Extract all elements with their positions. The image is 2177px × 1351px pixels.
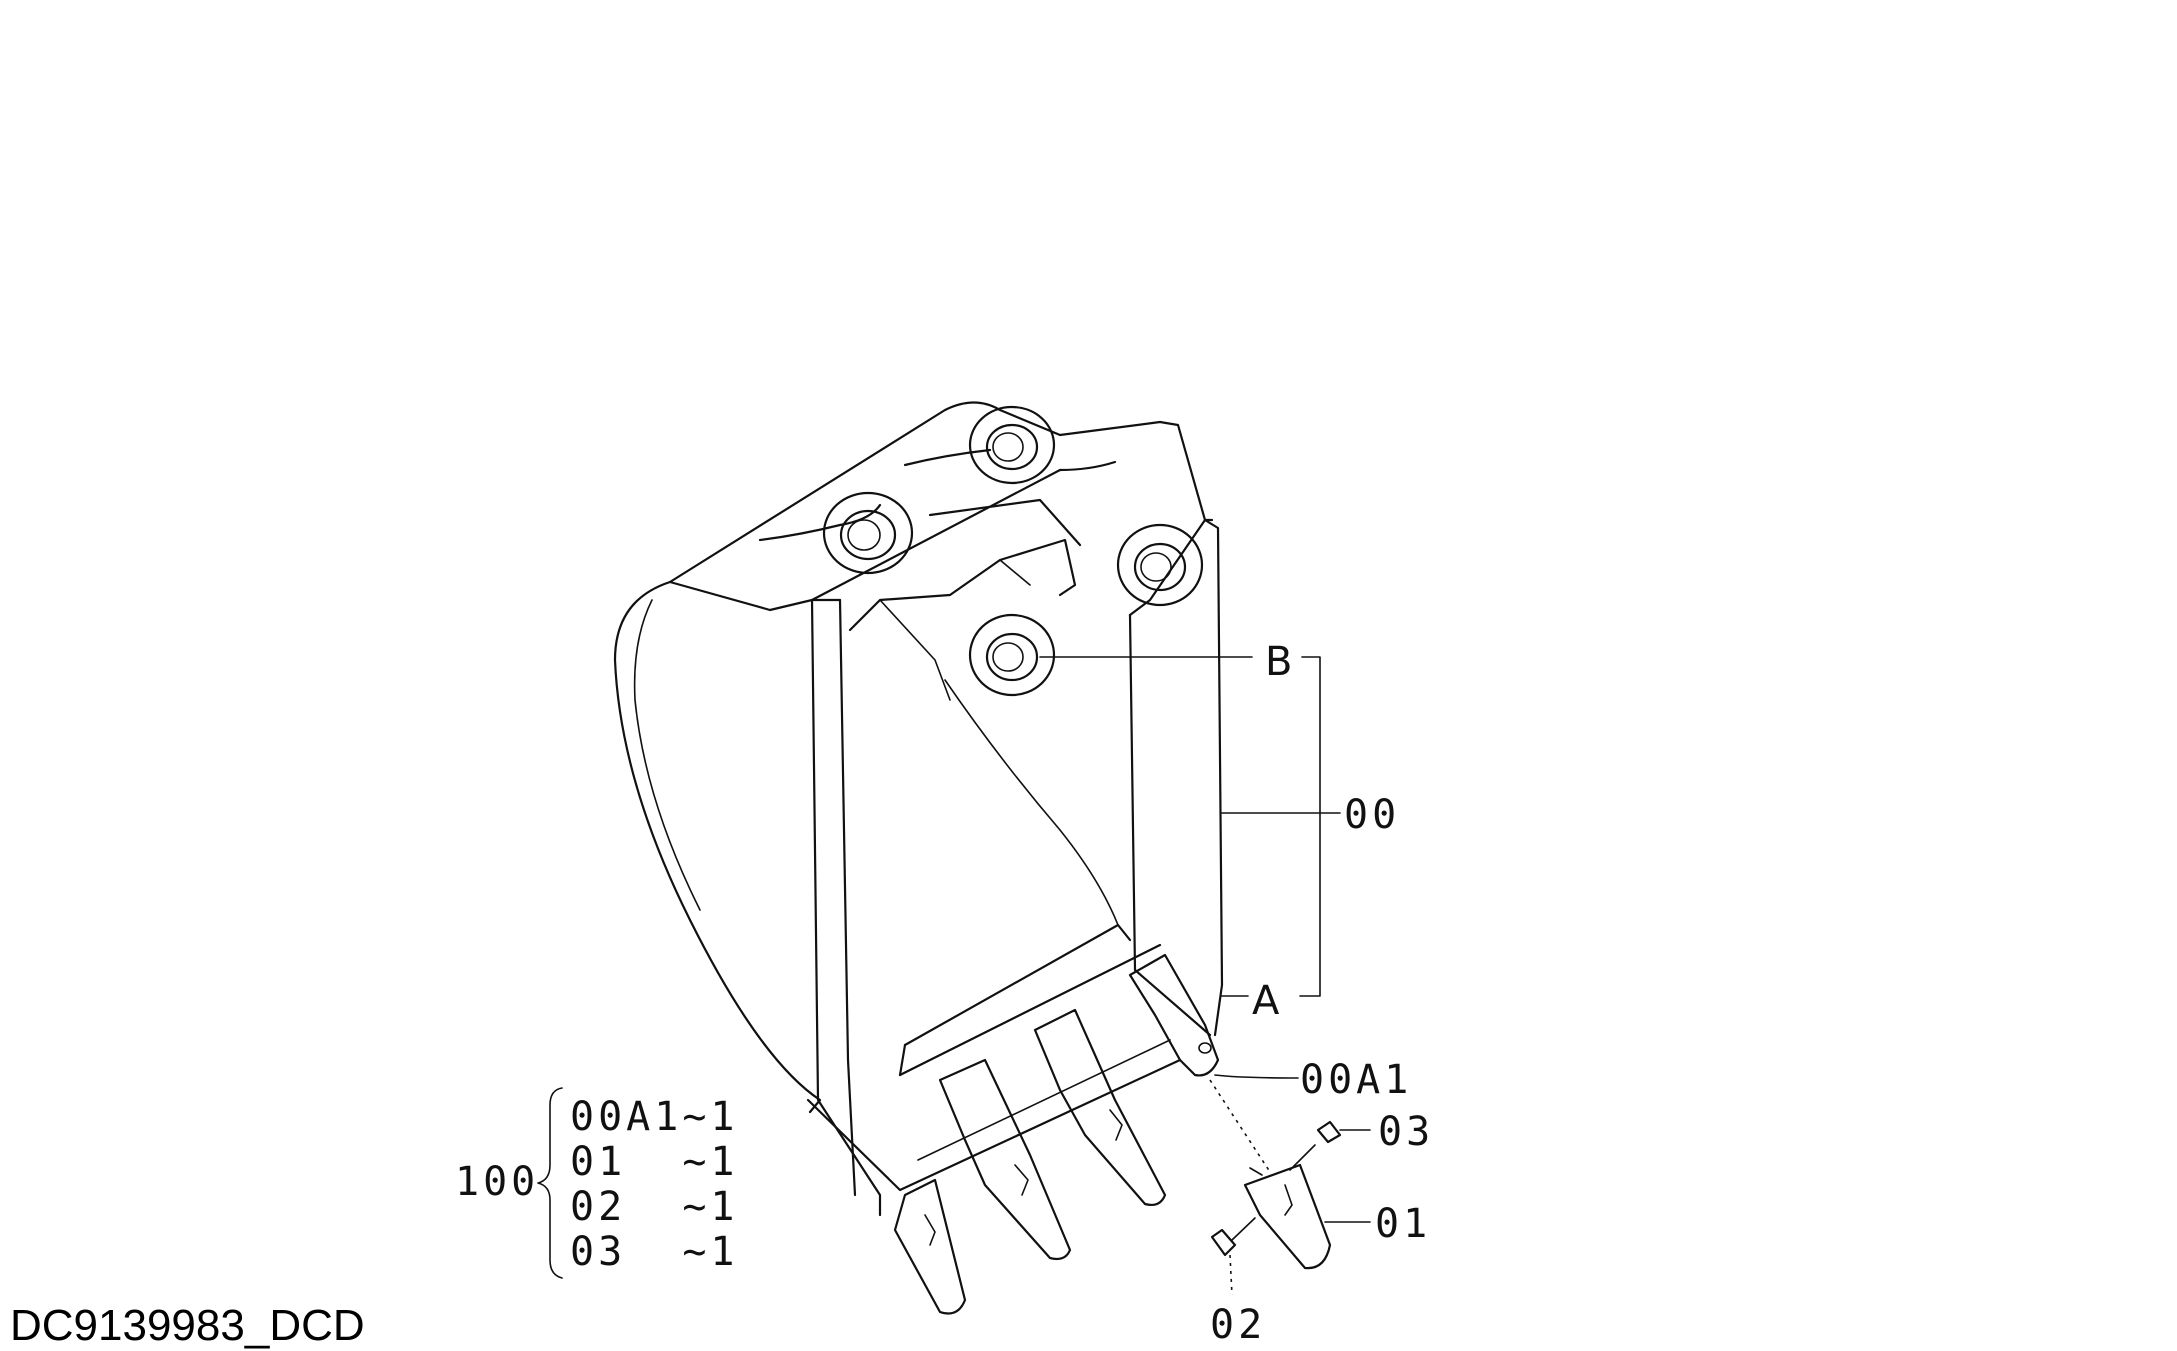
- guide-line-tooth: [1209, 1079, 1271, 1173]
- bucket-tooth-3: [1033, 1008, 1167, 1207]
- callout-00a1: 00A1: [1300, 1057, 1412, 1103]
- bucket-tooth-2: [938, 1058, 1072, 1261]
- kit-line-2: 01 ~1: [570, 1139, 739, 1185]
- guide-line-pin: [1229, 1254, 1233, 1296]
- pin-boss-center: [968, 613, 1056, 697]
- callout-01: 01: [1375, 1201, 1431, 1247]
- exploded-tooth-01: [1243, 1163, 1332, 1270]
- kit-brace: [537, 1087, 563, 1279]
- kit-breakdown: 100 00A1~1 01 ~1 02 ~1 03 ~1: [455, 1087, 739, 1279]
- bucket-body-drawing: [613, 401, 1224, 1217]
- guide-line-pin-tooth: [1231, 1217, 1256, 1241]
- exploded-lock-03: [1316, 1120, 1342, 1144]
- bucket-tooth-adapter-4: [1128, 953, 1220, 1077]
- callout-a: A: [1252, 978, 1280, 1024]
- exploded-pin-02: [1210, 1228, 1237, 1257]
- pin-boss-top-right: [968, 405, 1056, 485]
- pin-boss-top-left: [822, 491, 914, 575]
- callout-03: 03: [1378, 1109, 1434, 1155]
- callout-00: 00: [1344, 792, 1400, 838]
- bucket-tooth-1: [893, 1178, 967, 1315]
- kit-line-4: 03 ~1: [570, 1229, 739, 1275]
- guide-line-lock: [1289, 1144, 1316, 1171]
- kit-line-3: 02 ~1: [570, 1184, 739, 1230]
- pin-boss-right: [1116, 523, 1204, 607]
- drawing-code: DC9139983_DCD: [10, 1301, 365, 1350]
- callout-b: B: [1265, 639, 1292, 685]
- callout-02: 02: [1210, 1302, 1266, 1348]
- callout-leaders: [1039, 656, 1371, 1223]
- kit-line-1: 00A1~1: [570, 1094, 739, 1140]
- kit-label: 100: [455, 1159, 539, 1205]
